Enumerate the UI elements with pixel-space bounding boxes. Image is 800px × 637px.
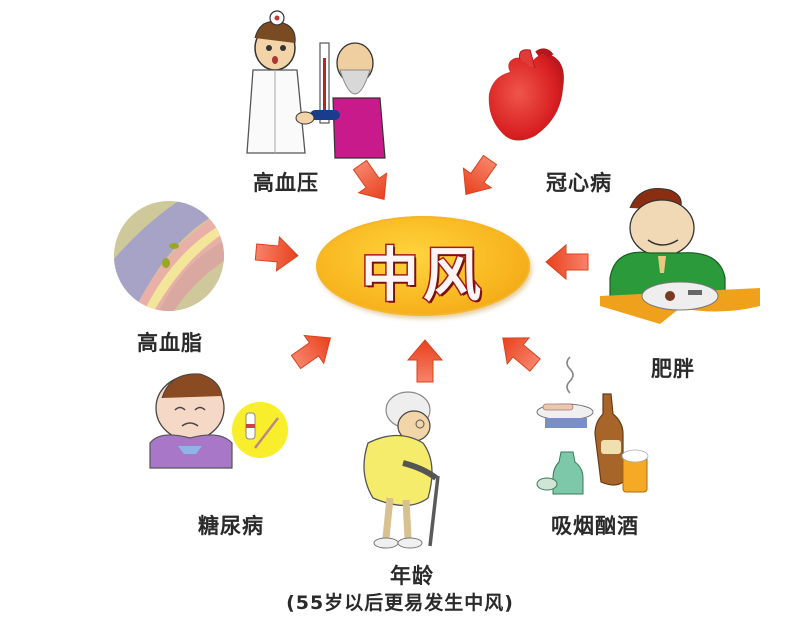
heart-icon bbox=[488, 48, 564, 141]
factor-label-coronary: 冠心病 bbox=[546, 171, 612, 195]
arrow-age bbox=[407, 339, 443, 383]
factor-label-diabetes: 糖尿病 bbox=[198, 514, 264, 538]
doctor-blood-pressure-icon bbox=[246, 10, 386, 159]
smoking-drinking-icon bbox=[536, 356, 649, 495]
obese-man-icon bbox=[600, 188, 760, 324]
clogged-artery-icon bbox=[114, 201, 224, 311]
center-label: 中风 bbox=[359, 240, 485, 311]
factor-label-hyperlipidemia: 高血脂 bbox=[137, 331, 203, 355]
factor-label-obesity: 肥胖 bbox=[651, 357, 695, 381]
factor-sublabel-age: (55岁以后更易发生中风) bbox=[286, 592, 514, 614]
arrow-diabetes bbox=[285, 323, 341, 377]
arrow-coronary bbox=[451, 149, 505, 205]
factor-label-age: 年龄 bbox=[390, 564, 434, 588]
diabetes-child-icon bbox=[149, 373, 288, 469]
elderly-woman-icon bbox=[363, 391, 440, 549]
center-node-stroke: 中风 bbox=[316, 216, 530, 316]
factor-label-hypertension: 高血压 bbox=[253, 171, 319, 195]
factor-label-smoking-drinking: 吸烟酗酒 bbox=[551, 514, 639, 538]
arrow-hyperlipidemia bbox=[254, 234, 300, 274]
arrow-obesity bbox=[545, 244, 589, 280]
